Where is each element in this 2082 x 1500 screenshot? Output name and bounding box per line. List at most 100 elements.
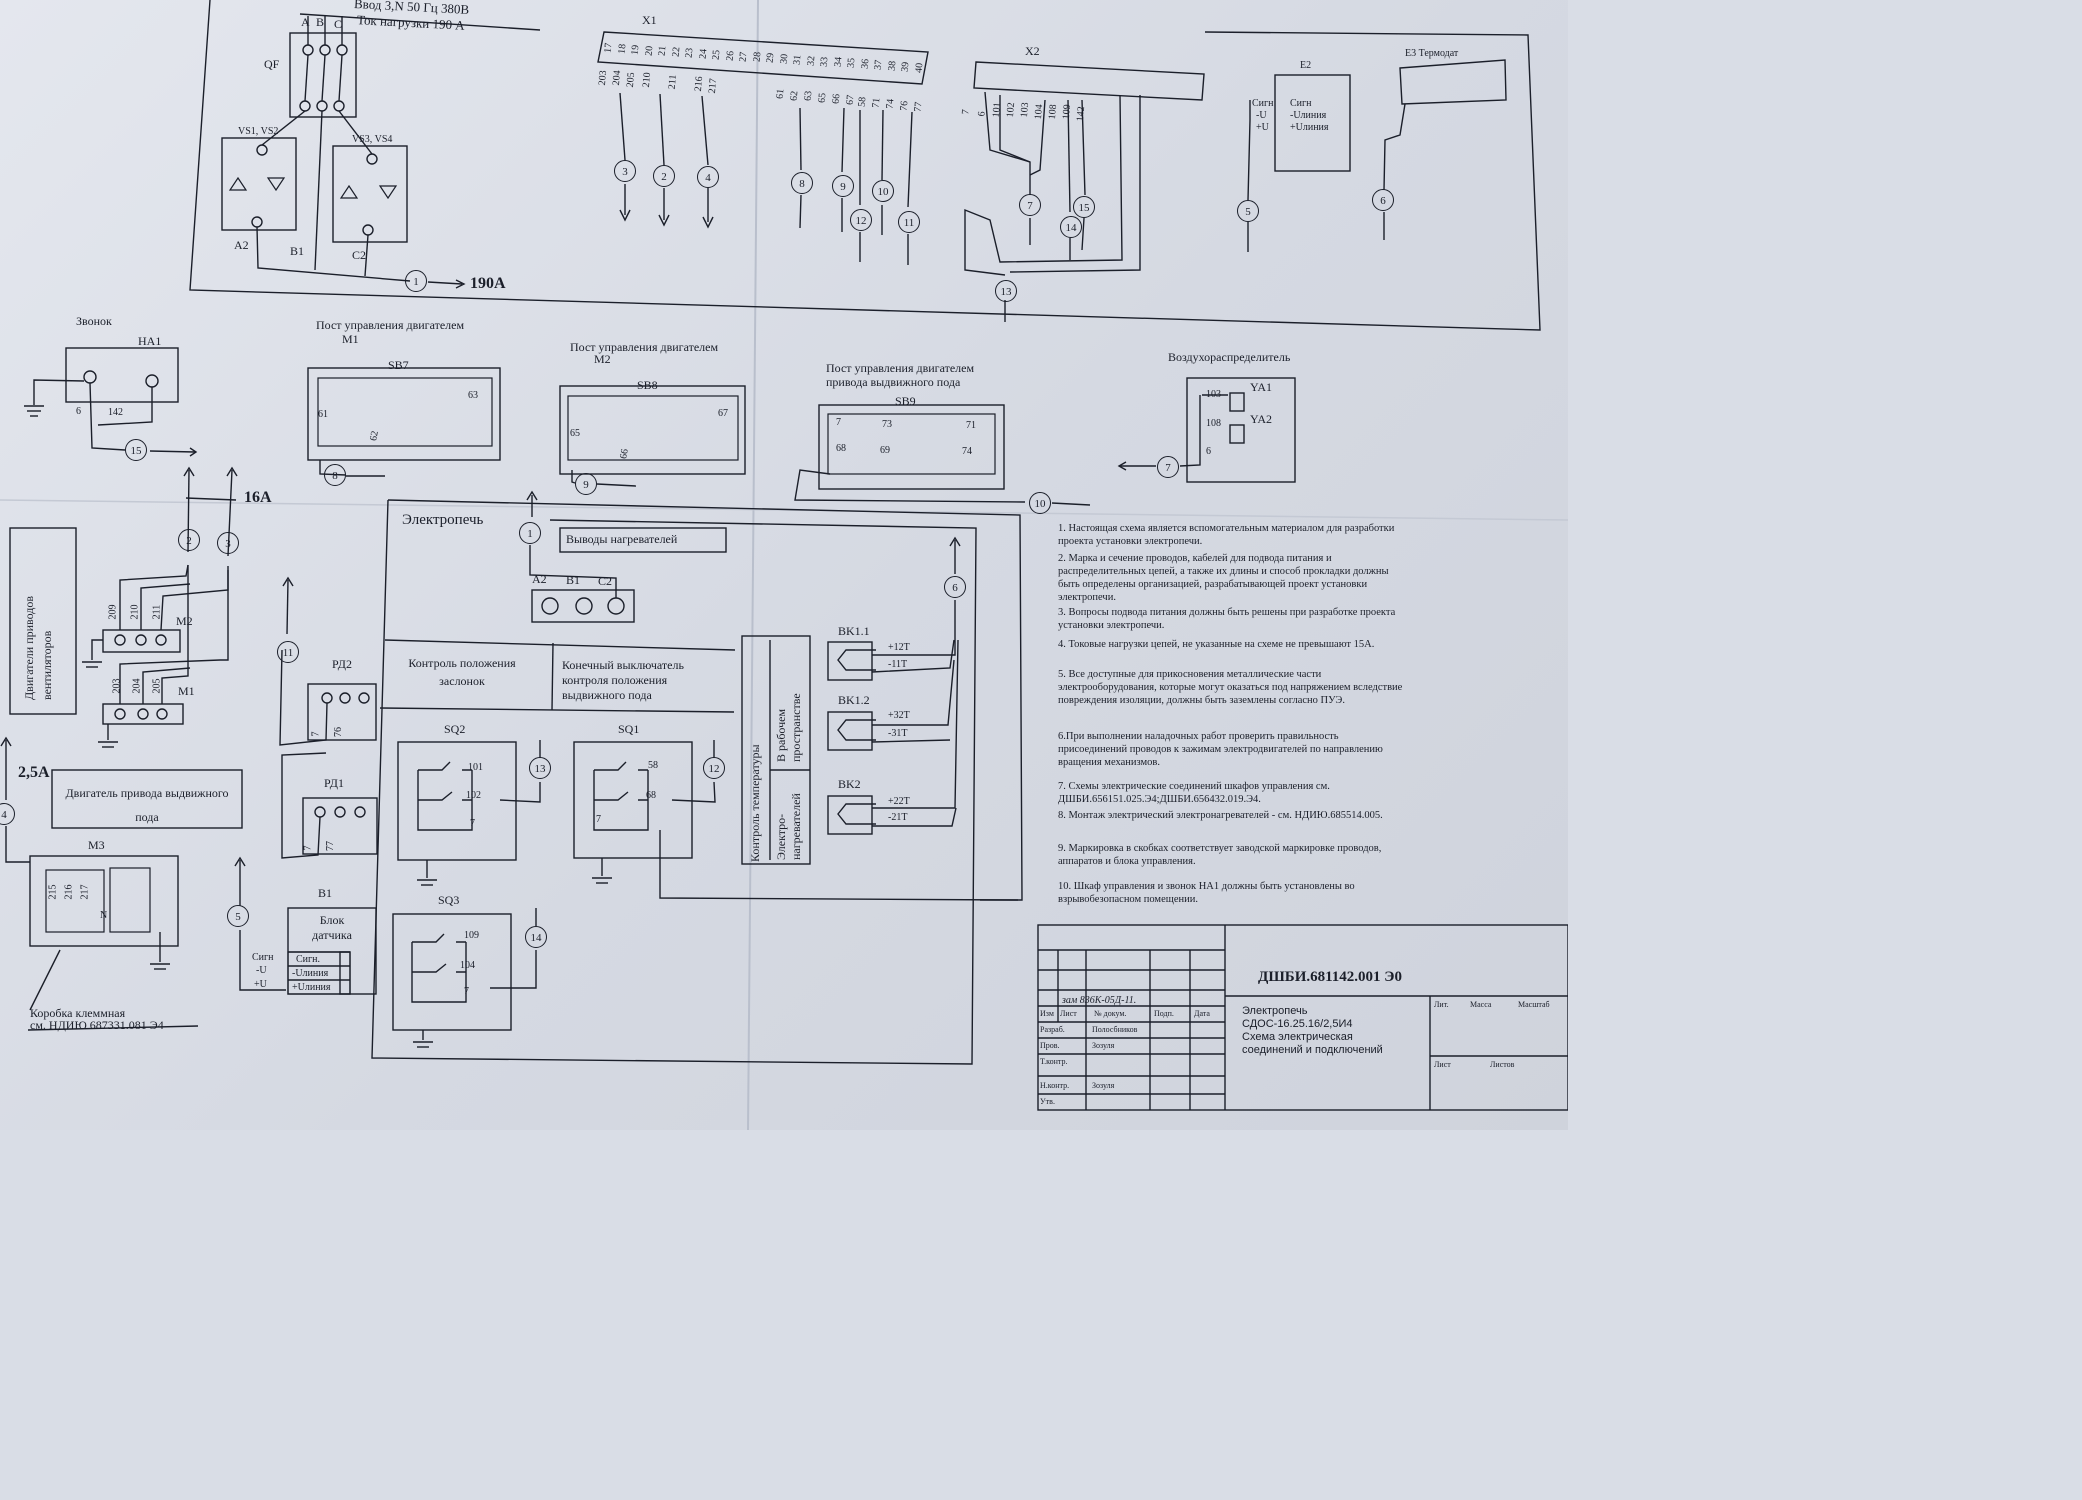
x1-wire-217: 217 bbox=[706, 78, 720, 94]
e2-row-minus: -Uлиния bbox=[1290, 110, 1327, 121]
sq3-wire-104: 104 bbox=[460, 960, 475, 971]
sensor-row-minus: -Uлиния bbox=[292, 968, 329, 979]
air-wire-103: 103 bbox=[1206, 389, 1221, 400]
x1-wire-67: 67 bbox=[844, 94, 857, 106]
air-distributor-title: Воздухораспределитель bbox=[1168, 350, 1291, 364]
post-m1-title: Пост управления двигателем bbox=[316, 318, 465, 332]
x1-contact-23: 23 bbox=[683, 47, 696, 59]
bk2-minus: -21T bbox=[888, 812, 908, 823]
sb8-wire-66: 66 bbox=[618, 448, 631, 460]
rd2-wire-7: 7 bbox=[310, 731, 322, 737]
sq1-wire-68: 68 bbox=[646, 790, 656, 801]
rd2-relay bbox=[307, 683, 377, 741]
sq2-wire-101: 101 bbox=[468, 762, 483, 773]
x2-strip bbox=[973, 61, 1205, 101]
x1-wire-66: 66 bbox=[830, 93, 843, 105]
note-10: 10. Шкаф управления и звонок HA1 должны … bbox=[1058, 881, 1355, 905]
damper-control-label: Контроль положения заслонок bbox=[408, 656, 516, 688]
doc-name-line3: Схема электрическая bbox=[1242, 1031, 1353, 1043]
x1-contact-40: 40 bbox=[913, 62, 925, 73]
sb9-post bbox=[818, 404, 1005, 490]
sb7-wire-63: 63 bbox=[468, 390, 478, 401]
hearth-motor-label-box bbox=[51, 769, 243, 829]
tb-sign: Подп. bbox=[1154, 1009, 1174, 1018]
vs3-vs4-label: VS3, VS4 bbox=[352, 134, 393, 145]
cable-marker-15: 15 bbox=[125, 439, 147, 461]
e2-side-signal: Сигн bbox=[1252, 98, 1274, 109]
note-3: 3. Вопросы подвода питания должны быть р… bbox=[1058, 607, 1396, 631]
bell-title: Звонок bbox=[76, 314, 112, 328]
sq3-switch bbox=[392, 913, 512, 1031]
note-5: 5. Все доступные для прикосновения метал… bbox=[1058, 669, 1403, 706]
m3-wire-n: N bbox=[100, 910, 108, 921]
cable-marker-5: 5 bbox=[227, 905, 249, 927]
post-m1-motor: M1 bbox=[342, 332, 359, 346]
x1-contact-30: 30 bbox=[778, 53, 790, 65]
x2-wire-6: 6 bbox=[976, 110, 988, 117]
hearth-current-2-5a: 2,5A bbox=[18, 764, 50, 781]
post-m2-title: Пост управления двигателем bbox=[570, 340, 719, 354]
sensor-block-title: Блок датчика bbox=[312, 913, 352, 942]
cable-marker-4: 4 bbox=[697, 166, 719, 188]
note-1: 1. Настоящая схема является вспомогатель… bbox=[1058, 523, 1395, 547]
in-workspace-label: В рабочем пространстве bbox=[774, 693, 803, 762]
furnace-title: Электропечь bbox=[402, 512, 484, 528]
x1-strip bbox=[597, 31, 929, 85]
vs1-vs2-label: VS1, VS2 bbox=[238, 126, 279, 137]
cable-marker-14: 14 bbox=[525, 926, 547, 948]
sb9-wire-7: 7 bbox=[836, 417, 841, 428]
x1-label: X1 bbox=[642, 13, 657, 27]
sensor-row-plus: +Uлиния bbox=[292, 982, 331, 993]
bk1-2-label: BK1.2 bbox=[838, 693, 870, 707]
tb-sheets: Листов bbox=[1490, 1060, 1515, 1069]
heater-outputs-label: Выводы нагревателей bbox=[566, 532, 678, 546]
x1-contact-35: 35 bbox=[845, 57, 858, 69]
tb-doc: № докум. bbox=[1094, 1009, 1127, 1018]
tb-tkontr: Т.контр. bbox=[1040, 1057, 1068, 1066]
bell-wire-6: 6 bbox=[76, 406, 81, 417]
note-4: 4. Токовые нагрузки цепей, не указанные … bbox=[1058, 639, 1375, 650]
e2-row-plus: +Uлиния bbox=[1290, 122, 1329, 133]
cable-marker-1: 1 bbox=[519, 522, 541, 544]
x2-wire-101: 101 bbox=[990, 102, 1004, 118]
x1-wire-211: 211 bbox=[666, 74, 679, 90]
cable-marker-9: 9 bbox=[832, 175, 854, 197]
schematic-sheet: Ввод 3,N 50 Гц 380В Ток нагрузки 190 А A… bbox=[0, 0, 1568, 1130]
cable-marker-11: 11 bbox=[898, 211, 920, 233]
sb8-wire-65: 65 bbox=[570, 428, 580, 439]
output-c2-label: C2 bbox=[352, 248, 367, 262]
cable-marker-1: 1 bbox=[405, 270, 427, 292]
limit-switch-label: Конечный выключатель контроля положения … bbox=[562, 658, 684, 702]
bk1-2-sensor bbox=[827, 711, 873, 751]
cable-marker-6: 6 bbox=[944, 576, 966, 598]
sensor-side-plus: +U bbox=[254, 979, 267, 990]
m3-wire-217: 217 bbox=[79, 884, 91, 900]
thyristor-vs1-vs2 bbox=[221, 137, 297, 231]
bk2-label: BK2 bbox=[838, 777, 861, 791]
note-9: 9. Маркировка в скобках соответствует за… bbox=[1058, 843, 1382, 867]
e2-row-signal: Сигн bbox=[1290, 98, 1312, 109]
title-block bbox=[1037, 924, 1568, 1111]
note-2: 2. Марка и сечение проводов, кабелей для… bbox=[1058, 553, 1389, 603]
sq1-label: SQ1 bbox=[618, 722, 640, 736]
post-m2-motor: M2 bbox=[594, 352, 611, 366]
x1-contact-22: 22 bbox=[670, 46, 682, 58]
tb-person-nkontr: Зозуля bbox=[1092, 1081, 1115, 1090]
sq2-wire-7: 7 bbox=[470, 818, 475, 829]
cable-marker-13: 13 bbox=[995, 280, 1017, 302]
sq2-wire-102: 102 bbox=[466, 790, 481, 801]
bk1-1-minus: -11T bbox=[888, 659, 908, 670]
doc-name-line4: соединений и подключений bbox=[1242, 1044, 1383, 1056]
sb8-post bbox=[559, 385, 746, 475]
post-sb7-label: SB7 bbox=[388, 358, 409, 372]
wiring-diagram bbox=[0, 0, 1568, 1130]
heater-outputs-box bbox=[559, 527, 727, 553]
bell-wire-142: 142 bbox=[108, 407, 123, 418]
post-sb9-title: Пост управления двигателем привода выдви… bbox=[826, 361, 975, 389]
tb-razrab: Разраб. bbox=[1040, 1025, 1065, 1034]
m1-wire-203: 203 bbox=[111, 678, 123, 694]
tb-person-razrab: Полосбников bbox=[1092, 1025, 1138, 1034]
x1-contact-18: 18 bbox=[616, 43, 628, 55]
rd1-wire-77: 77 bbox=[325, 841, 336, 851]
rd2-label: РД2 bbox=[332, 657, 352, 671]
